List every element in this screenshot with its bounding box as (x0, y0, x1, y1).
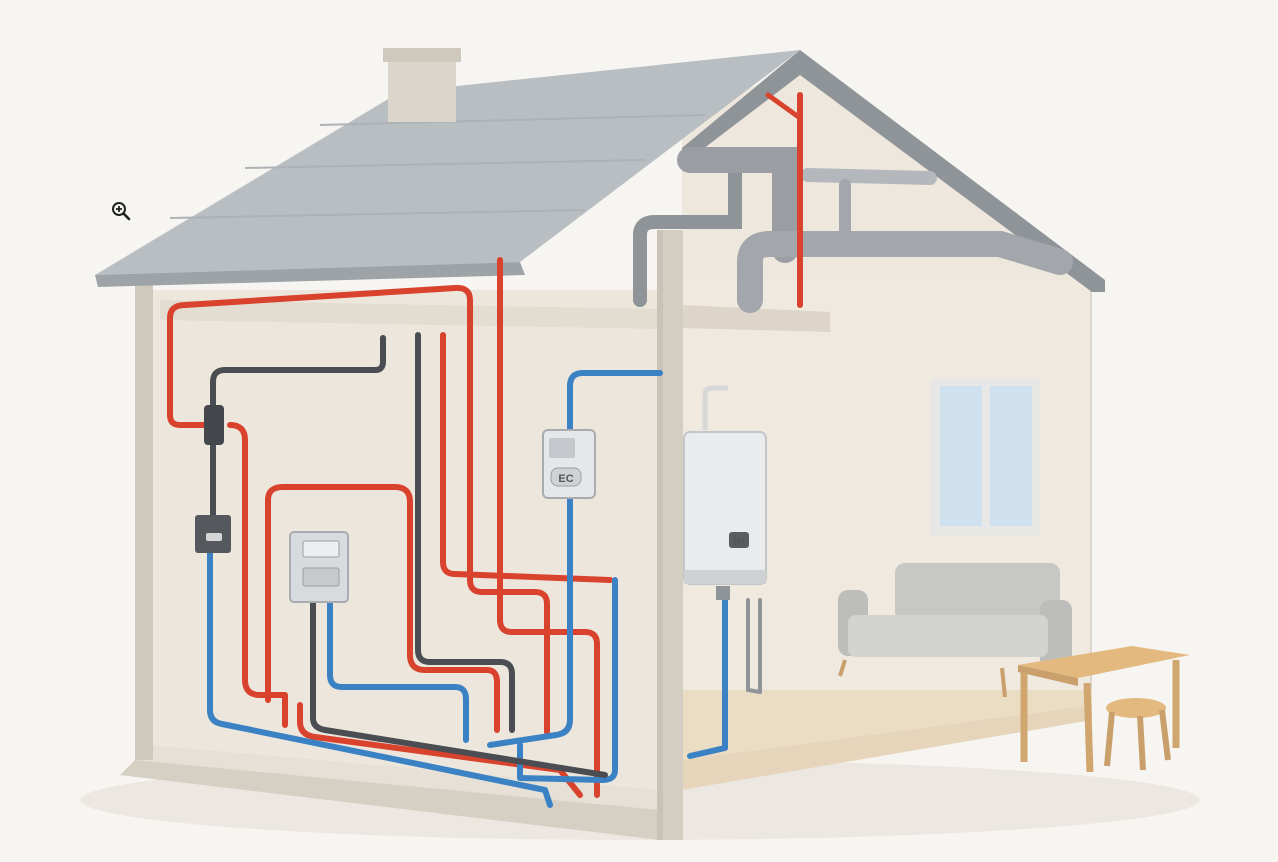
table-and-stool (1018, 646, 1190, 773)
control-box-left (195, 515, 231, 553)
thermostat: EC (542, 429, 596, 499)
ventilation-ducts (633, 147, 1073, 313)
chimney (383, 48, 461, 122)
pipe-network (167, 92, 803, 808)
zoom-in-icon[interactable] (110, 200, 132, 222)
window (930, 378, 1040, 536)
left-room (120, 285, 830, 840)
boiler: ꟾO (683, 385, 767, 600)
thermostat-label: EC (558, 473, 573, 485)
boiler-label: ꟾO (734, 535, 745, 548)
pipe-junction (204, 405, 224, 445)
sofa (838, 563, 1072, 698)
meter-panel (289, 531, 349, 603)
